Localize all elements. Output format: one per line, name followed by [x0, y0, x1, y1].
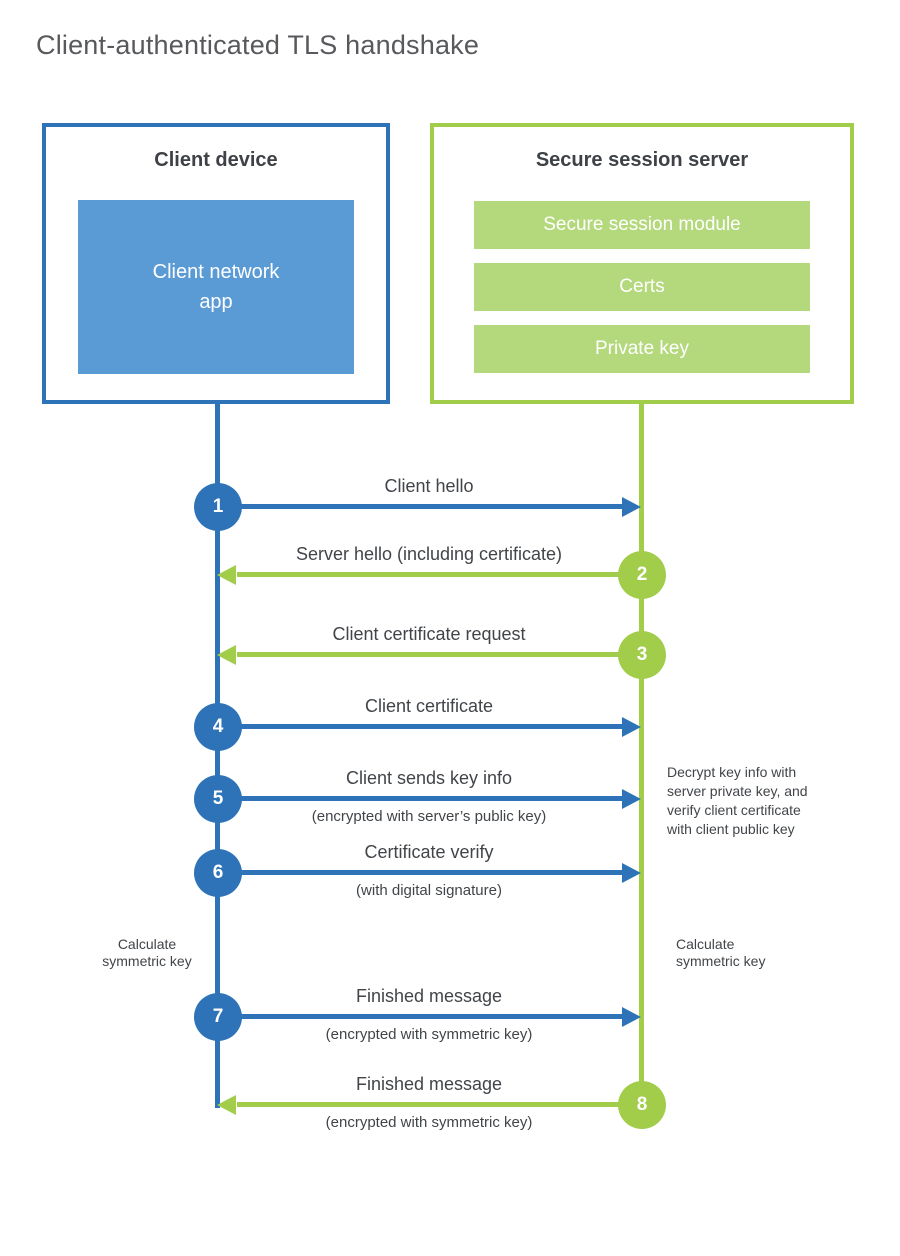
message-8-sublabel: (encrypted with symmetric key) — [325, 1114, 533, 1131]
page-title: Client-authenticated TLS handshake — [36, 30, 480, 60]
client-device-box: Client device Client network app — [42, 123, 390, 404]
note-calculate-symmetric-key-client: Calculate symmetric key — [81, 936, 213, 970]
note-decrypt-line2: server private key, and — [667, 783, 808, 799]
message-6-sublabel: (with digital signature) — [356, 882, 502, 899]
note-decrypt-line1: Decrypt key info with — [667, 764, 797, 780]
message-3-step-circle: 3 — [618, 631, 666, 679]
client-network-app-box: Client network app — [78, 200, 354, 374]
message-2-arrow-line — [237, 572, 640, 577]
note-decrypt-key-info: Decrypt key info with server private key… — [667, 763, 808, 839]
message-8-label: Finished message — [355, 1074, 503, 1094]
message-5-arrowhead-icon — [622, 789, 641, 809]
note-calc-left-line2: symmetric key — [102, 953, 192, 969]
message-8-arrow-line — [237, 1102, 640, 1107]
message-4-arrow-line — [220, 724, 622, 729]
server-module-certs: Certs — [474, 263, 810, 311]
secure-session-server-box: Secure session server Secure session mod… — [430, 123, 854, 404]
message-7-step-circle: 7 — [194, 993, 242, 1041]
message-5-step-circle: 5 — [194, 775, 242, 823]
message-6-arrowhead-icon — [622, 863, 641, 883]
client-app-label-line2: app — [199, 291, 233, 313]
server-module-private-key: Private key — [474, 325, 810, 373]
message-8-arrowhead-icon — [217, 1095, 236, 1115]
message-7-sublabel: (encrypted with symmetric key) — [325, 1026, 533, 1043]
message-6-step-circle: 6 — [194, 849, 242, 897]
message-7-label: Finished message — [355, 986, 503, 1006]
message-1-arrowhead-icon — [622, 497, 641, 517]
client-device-title: Client device — [154, 149, 278, 171]
message-5-label: Client sends key info — [345, 768, 513, 788]
message-3-arrow-line — [237, 652, 640, 657]
message-7-arrow-line — [220, 1014, 622, 1019]
note-calc-right-line2: symmetric key — [676, 953, 766, 969]
message-1-step-circle: 1 — [194, 483, 242, 531]
message-3-label: Client certificate request — [332, 624, 526, 644]
note-decrypt-line4: with client public key — [667, 821, 795, 837]
message-4-step-circle: 4 — [194, 703, 242, 751]
message-2-label: Server hello (including certificate) — [295, 544, 563, 564]
message-5-arrow-line — [220, 796, 622, 801]
message-3-arrowhead-icon — [217, 645, 236, 665]
message-1-arrow-line — [220, 504, 622, 509]
note-decrypt-line3: verify client certificate — [667, 802, 801, 818]
message-4-label: Client certificate — [364, 696, 494, 716]
message-5-sublabel: (encrypted with server’s public key) — [311, 808, 547, 825]
note-calc-right-line1: Calculate — [676, 936, 735, 952]
message-8-step-circle: 8 — [618, 1081, 666, 1129]
note-calc-left-line1: Calculate — [117, 936, 177, 952]
message-2-arrowhead-icon — [217, 565, 236, 585]
message-2-step-circle: 2 — [618, 551, 666, 599]
server-title: Secure session server — [535, 149, 749, 171]
note-calculate-symmetric-key-server: Calculate symmetric key — [676, 936, 765, 970]
server-module-secure-session: Secure session module — [474, 201, 810, 249]
message-4-arrowhead-icon — [622, 717, 641, 737]
client-app-label-line1: Client network — [152, 261, 280, 283]
message-1-label: Client hello — [384, 476, 474, 496]
message-7-arrowhead-icon — [622, 1007, 641, 1027]
client-lifeline — [215, 401, 220, 1108]
message-6-label: Certificate verify — [364, 842, 494, 862]
message-6-arrow-line — [220, 870, 622, 875]
server-lifeline — [639, 401, 644, 1107]
